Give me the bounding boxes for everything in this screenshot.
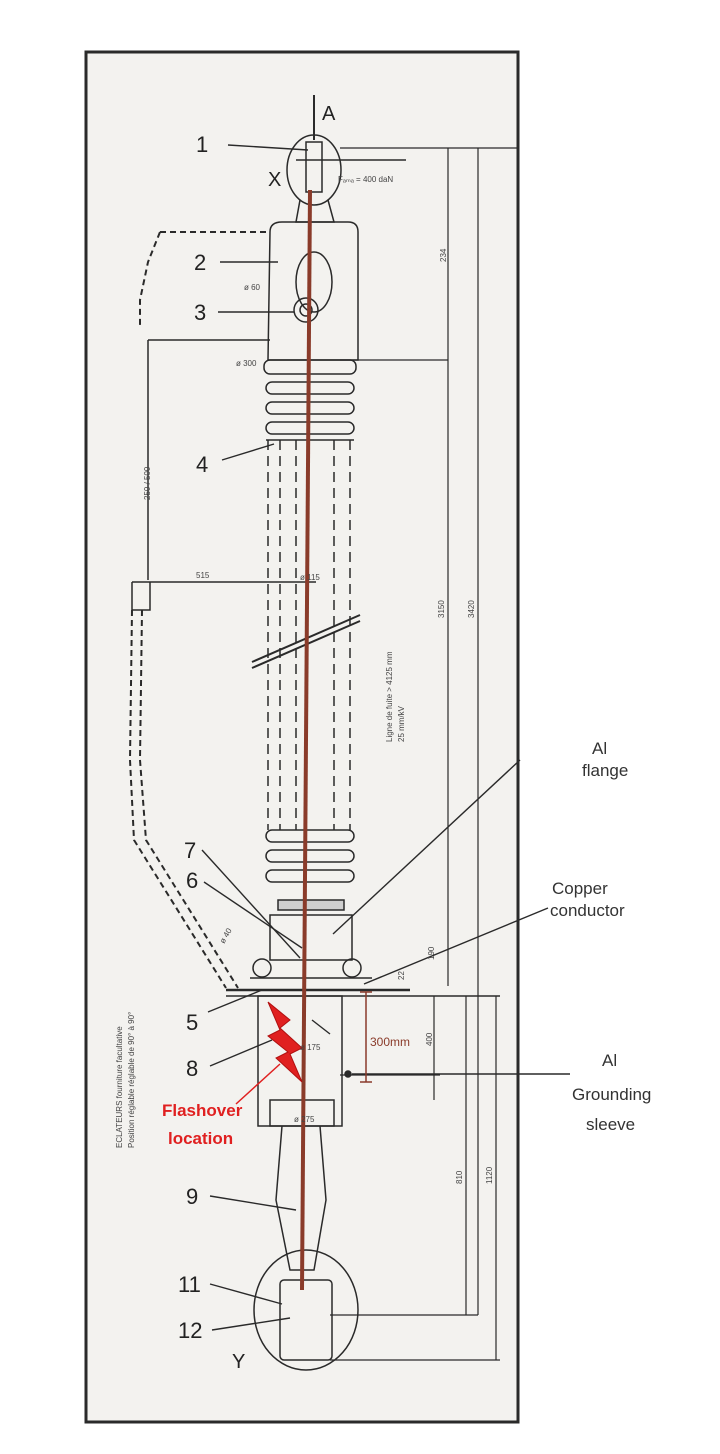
copper-conductor-label-2: conductor [550,901,625,920]
dim-d60: ø 60 [244,283,261,292]
flashover-bolt [267,1001,303,1083]
spark-gap-chain [128,231,270,989]
dim-1120: 1120 [485,1166,494,1184]
al-flange-label-2: flange [582,761,628,780]
dim-d115: ø 115 [300,573,320,582]
flashover-label-1: Flashover [162,1101,243,1120]
grounding-label-1: Al [602,1051,617,1070]
bottom-terminal-ring [253,1249,359,1371]
dim-d175: ø 175 [300,1043,321,1052]
insulator-body [267,440,351,830]
part-number-6: 6 [186,868,198,893]
dim-810: 810 [455,1170,464,1184]
dim-515: 515 [196,571,210,580]
dim-creepage-2: 25 mm/kV [397,705,406,742]
part-number-5: 5 [186,1010,198,1035]
view-letter-y: Y [232,1351,245,1373]
side-note-1: ECLATEURS fourniture facultative [115,1026,124,1148]
dim-3420: 3420 [467,600,476,618]
dim-22: 22 [397,971,406,980]
dim-top-spec: Fₐₘₐ = 400 daN [338,175,393,184]
part-number-1: 1 [196,132,208,157]
part-number-8: 8 [186,1056,198,1081]
side-note-2: Position réglable réglable de 90° à 90° [127,1012,136,1148]
dim-234: 234 [439,248,448,262]
flashover-leader [235,1063,281,1105]
dimension-lines [330,147,518,1361]
copper-conductor [300,189,312,1291]
dim-d275: ø 275 [294,1115,315,1124]
dim-vert-250: 250 / 500 [143,466,152,500]
lower-sheds [265,829,355,883]
part-number-2: 2 [194,250,206,275]
callout-leaders [201,144,570,1331]
part-number-7: 7 [184,838,196,863]
flange [269,914,353,961]
part-number-12: 12 [178,1318,202,1343]
part-number-11: 11 [178,1272,201,1297]
dim-190: 190 [427,946,436,960]
dim-creepage-1: Ligne de fuite > 4125 mm [385,651,394,742]
part-number-3: 3 [194,300,206,325]
flashover-label-2: location [168,1129,233,1148]
part-number-9: 9 [186,1184,198,1209]
clamp-block [267,221,359,361]
dim-3150: 3150 [437,600,446,618]
measure-300mm: 300mm [370,1035,410,1049]
top-terminal-ring [286,134,342,206]
al-flange-label-1: Al [592,739,607,758]
view-letter-x: X [268,169,281,191]
grounding-label-2: Grounding [572,1085,651,1104]
drawing-body [128,95,570,1371]
copper-conductor-label-1: Copper [552,879,608,898]
dim-400: 400 [425,1032,434,1046]
view-letter-a: A [322,103,336,125]
dim-d300: ø 300 [236,359,257,368]
part-number-4: 4 [196,452,208,477]
grounding-label-3: sleeve [586,1115,635,1134]
